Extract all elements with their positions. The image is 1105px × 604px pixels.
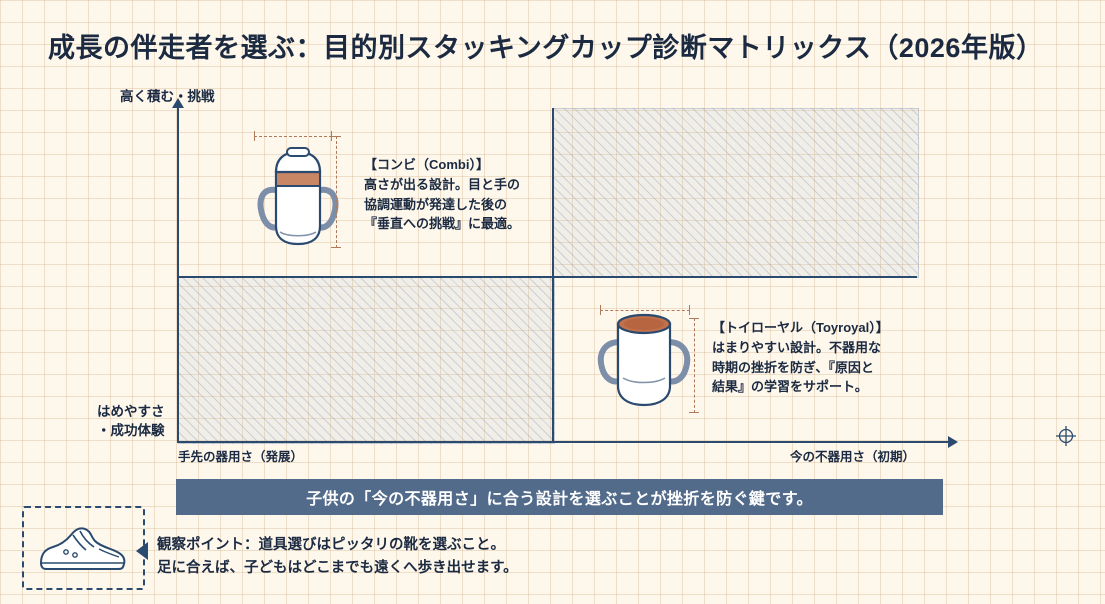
y-axis [177,108,179,443]
footer-note: 観察ポイント：道具選びはピッタリの靴を選ぶこと。 足に合えば、子どもはどこまでも… [157,534,518,581]
combi-height-cap-bottom [331,247,341,248]
page-title: 成長の伴走者を選ぶ：目的別スタッキングカップ診断マトリックス（2026年版） [48,33,1044,63]
quadrant-top-right-shade [553,108,919,278]
toyroyal-width-cap-right [689,305,690,315]
toyroyal-height-measure [694,318,695,413]
x-axis [177,441,949,443]
combi-width-cap-left [254,131,255,141]
annotation-combi-line2: 協調運動が発達した後の [364,196,508,212]
key-message-text: 子供の「今の不器用さ」に合う設計を選ぶことが挫折を防ぐ鍵です。 [306,491,813,508]
combi-height-cap-top [331,136,341,137]
y-axis-bottom-label-line1: はめやすさ [97,404,165,419]
key-message-banner: 子供の「今の不器用さ」に合う設計を選ぶことが挫折を防ぐ鍵です。 [176,479,943,515]
toyroyal-height-cap-top [689,318,699,319]
annotation-combi-line1: 高さが出る設計。目と手の [364,176,521,192]
annotation-toyroyal-heading: 【トイローヤル（Toyroyal）】 [712,320,889,335]
shoe-icon [39,527,126,570]
y-axis-top-label: 高く積む・挑戦 [120,89,215,104]
y-axis-bottom-label-line2: ・成功体験 [97,423,165,438]
toyroyal-width-measure [600,310,690,311]
horizontal-divider [177,276,917,278]
annotation-toyroyal: 【トイローヤル（Toyroyal）】 はまりやすい設計。不器用な 時期の挫折を防… [712,318,889,397]
registration-target-icon [1056,426,1076,446]
annotation-toyroyal-line3: 結果』の学習をサポート。 [712,379,868,395]
toyroyal-width-cap-left [600,305,601,315]
x-axis-left-label: 手先の器用さ（発展） [178,450,304,464]
footer-pointer-icon [136,542,148,560]
vertical-divider [552,108,554,442]
y-axis-arrow-icon [172,98,184,108]
annotation-combi-heading: 【コンビ（Combi）】 [364,157,489,172]
annotation-combi: 【コンビ（Combi）】 高さが出る設計。目と手の 協調運動が発達した後の 『垂… [364,155,520,234]
annotation-combi-line3: 『垂直への挑戦』に最適。 [364,216,521,232]
combi-cup [257,147,339,246]
quadrant-bottom-left-shade [178,277,555,444]
x-axis-arrow-icon [948,436,958,448]
footer-note-line2: 足に合えば、子どもはどこまでも遠くへ歩き出せます。 [157,560,518,577]
combi-height-measure [336,136,337,248]
combi-width-measure [254,136,332,137]
x-axis-right-label: 今の不器用さ（初期） [790,450,916,464]
toyroyal-cup [597,313,691,407]
footer-note-line1: 観察ポイント：道具選びはピッタリの靴を選ぶこと。 [157,537,505,553]
toyroyal-height-cap-bottom [689,412,699,413]
annotation-toyroyal-line2: 時期の挫折を防ぎ、『原因と [712,359,874,375]
annotation-toyroyal-line1: はまりやすい設計。不器用な [712,339,882,355]
